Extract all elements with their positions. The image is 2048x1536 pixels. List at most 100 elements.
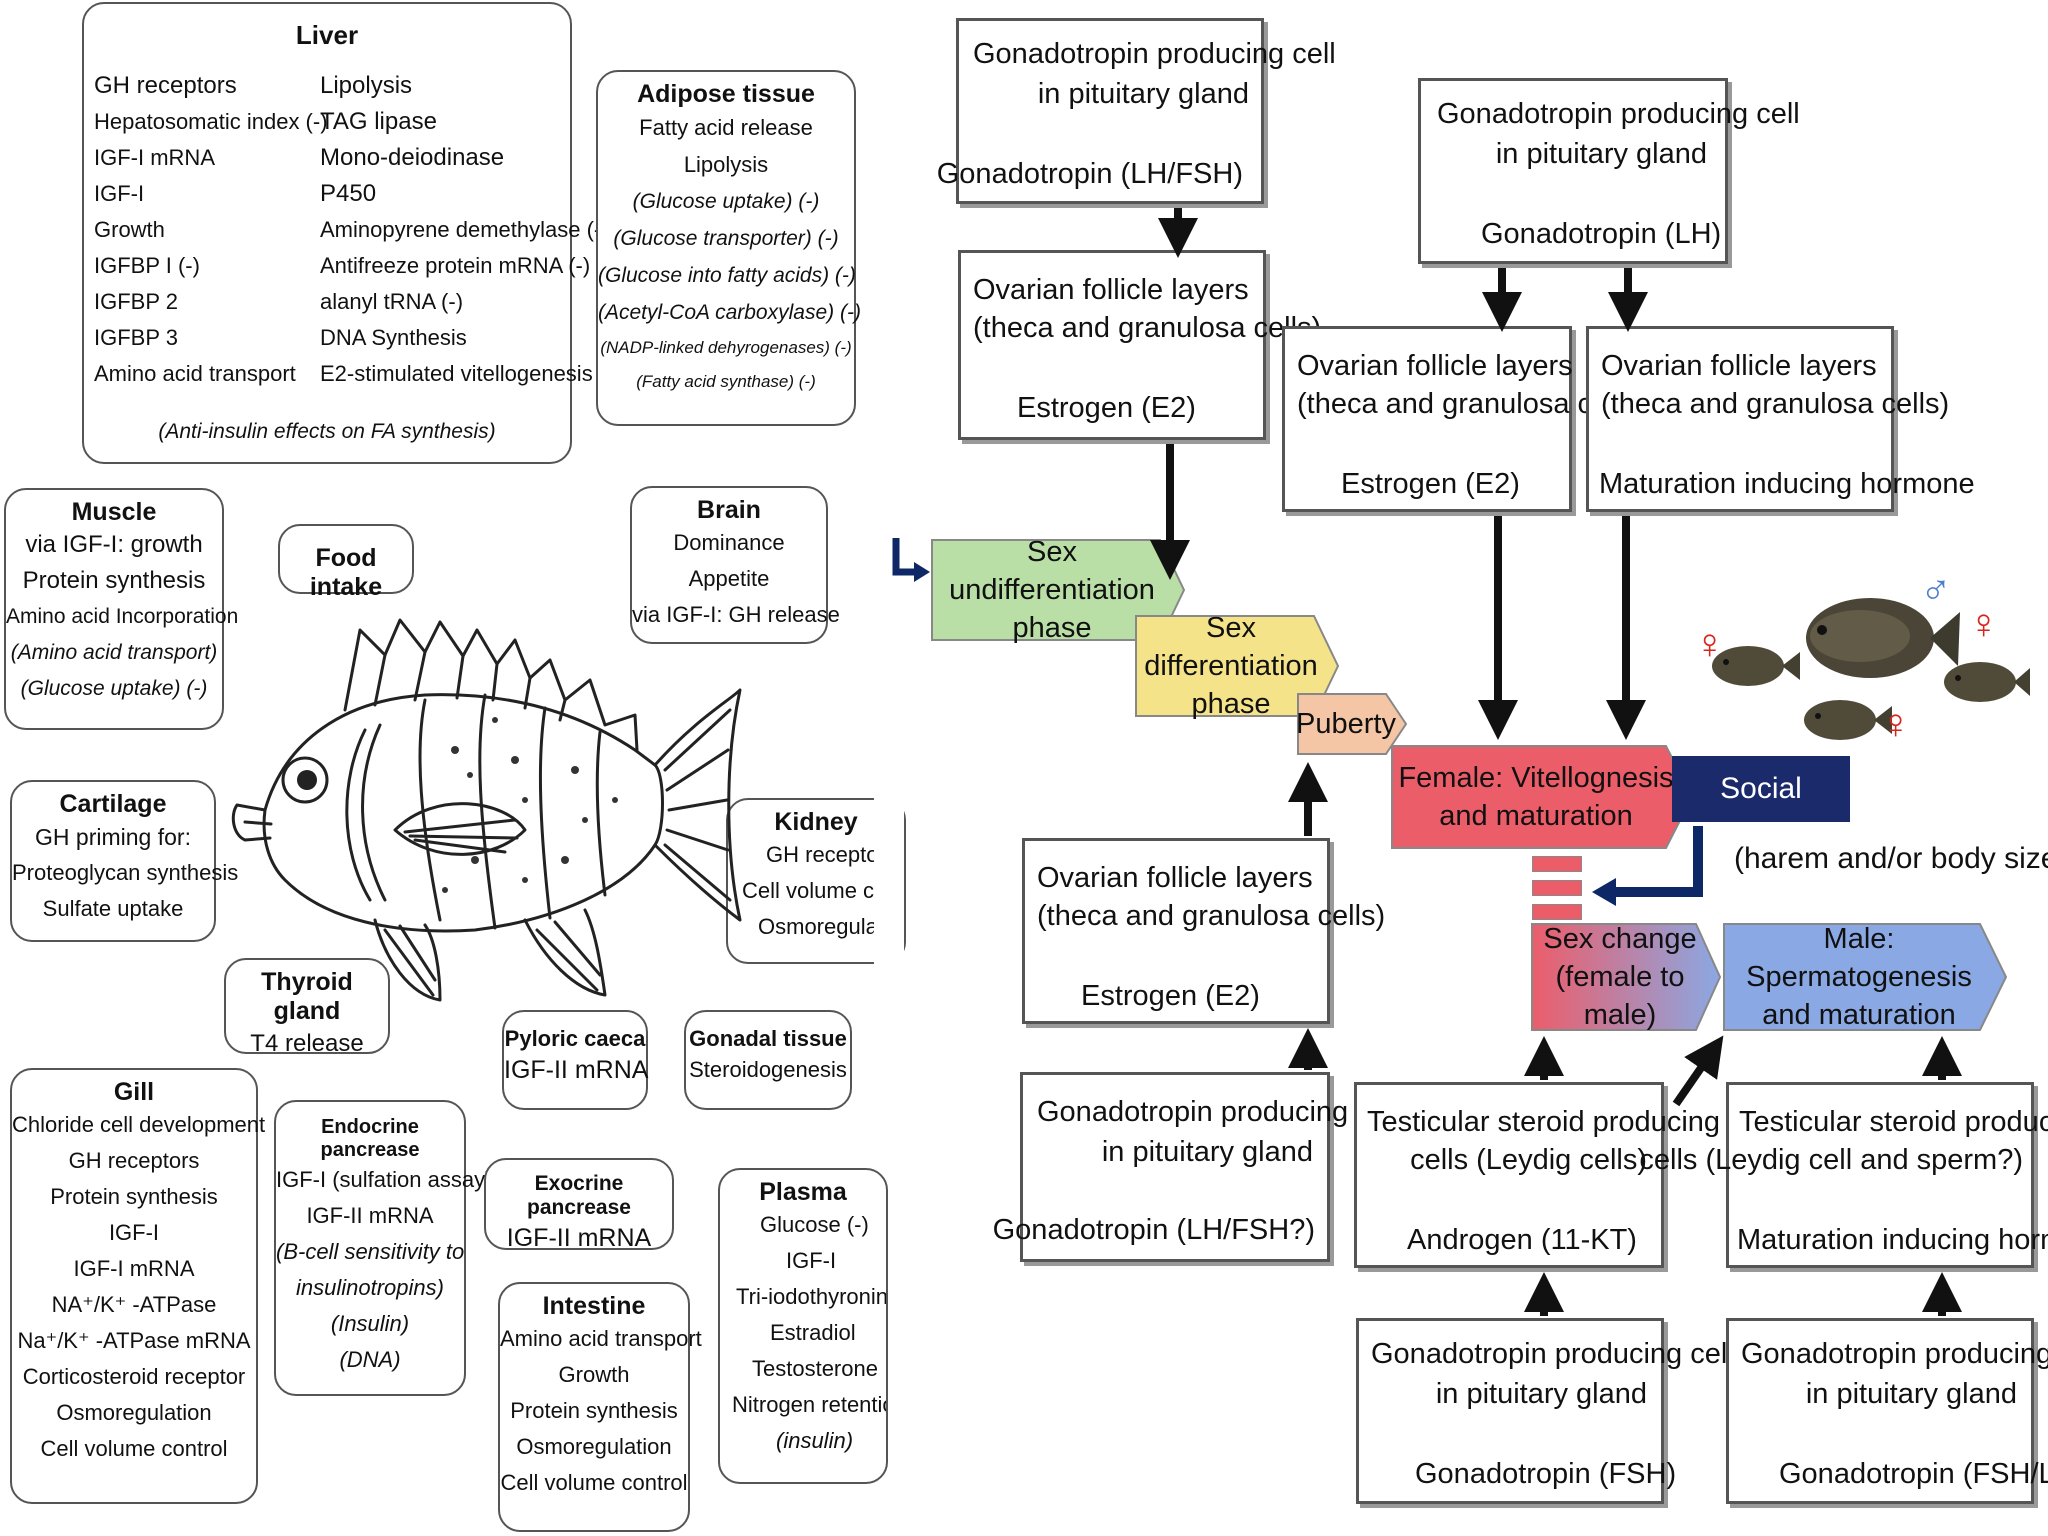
box-line: Ovarian follicle layers xyxy=(1601,350,1877,382)
fish-photo-right xyxy=(1944,662,2030,702)
box-line: Gonadotropin producing cell xyxy=(1037,1096,1400,1128)
ovarian-follicle-box-3: Ovarian follicle layers (theca and granu… xyxy=(1586,326,1975,512)
box-line: in pituitary gland xyxy=(1495,138,1707,170)
ovarian-follicle-box-2: Ovarian follicle layers (theca and granu… xyxy=(1282,326,1645,512)
muscle-item: Protein synthesis xyxy=(22,567,206,594)
box-line: Gonadotropin producing cell xyxy=(973,38,1336,70)
intestine-item: Cell volume control xyxy=(500,1470,688,1495)
kidney-item: Cell volume con xyxy=(742,878,899,903)
box-line: Estrogen (E2) xyxy=(1017,392,1196,424)
muscle-item: Amino acid Incorporation xyxy=(6,605,239,628)
pyloric-caeca-box: Pyloric caeca IGF-II mRNA xyxy=(502,1010,648,1110)
fish-photo-large xyxy=(1806,598,1960,678)
testicular-steroid-box-1: Testicular steroid producing cells (Leyd… xyxy=(1354,1082,1720,1268)
exocrine-item: IGF-II mRNA xyxy=(506,1224,652,1252)
liver-note: (Anti-insulin effects on FA synthesis) xyxy=(158,420,496,443)
box-line: Maturation inducing hormone xyxy=(1599,468,1975,500)
liver-item: IGF-I mRNA xyxy=(94,145,215,170)
gonadotropin-cell-box-3: Gonadotropin producing cell in pituitary… xyxy=(993,1072,1400,1262)
liver-item: DNA Synthesis xyxy=(320,325,467,350)
liver-title: Liver xyxy=(295,20,359,50)
food-intake-label: Food intake xyxy=(309,544,383,601)
intestine-box: Intestine Amino acid transport Growth Pr… xyxy=(498,1282,702,1532)
box-line: (theca and granulosa cells) xyxy=(1601,388,1950,420)
thyroid-item: T4 release xyxy=(250,1030,364,1057)
arrow-entry-undiff-head xyxy=(914,562,930,582)
phase-shape xyxy=(1723,923,2008,1031)
gill-item: NA⁺/K⁺ -ATPase xyxy=(51,1292,217,1317)
female-bar-2 xyxy=(1532,880,1582,896)
female-symbol-2: ♀ xyxy=(1968,600,2000,647)
box-line: (theca and granulosa cells) xyxy=(1037,900,1386,932)
phase-line: Sex change xyxy=(1543,923,1697,955)
fish-photo-group xyxy=(1712,598,2030,740)
testicular-steroid-box-2: Testicular steroid producing cells (Leyd… xyxy=(1639,1082,2048,1268)
cartilage-box: Cartilage GH priming for: Proteoglycan s… xyxy=(10,780,238,942)
muscle-item: (Glucose uptake) (-) xyxy=(20,677,208,700)
adipose-item: (NADP-linked dehyrogenases) (-) xyxy=(600,338,852,357)
adipose-item: Fatty acid release xyxy=(639,115,813,140)
puberty-phase: Puberty xyxy=(1296,692,1408,756)
box-line: Gonadotropin producing cell xyxy=(1371,1338,1734,1370)
gonadal-tissue-box: Gonadal tissue Steroidogenesis xyxy=(684,1010,852,1110)
arrow-social-factors xyxy=(1612,826,1703,897)
liver-item: E2-stimulated vitellogenesis xyxy=(320,361,593,386)
phase-shape xyxy=(1135,615,1340,717)
exocrine-pancrease-box: Exocrine pancrease IGF-II mRNA xyxy=(484,1158,674,1252)
adipose-item: Lipolysis xyxy=(683,152,769,177)
ovarian-follicle-box-4: Ovarian follicle layers (theca and granu… xyxy=(1022,838,1385,1024)
plasma-item: (insulin) xyxy=(776,1428,854,1453)
gill-item: Chloride cell development xyxy=(12,1112,266,1137)
adipose-item: (Acetyl-CoA carboxylase) (-) xyxy=(598,301,861,324)
phase-line: Sex differentiation xyxy=(1144,612,1318,682)
ovarian-follicle-box-1: Ovarian follicle layers (theca and granu… xyxy=(958,250,1321,440)
endocrine-item: insulinotropins) xyxy=(296,1275,444,1300)
male-symbol: ♂ xyxy=(1920,566,1952,613)
fish-photo-bottom xyxy=(1804,700,1892,740)
liver-item: Lipolysis xyxy=(320,72,413,99)
phase-line: phase xyxy=(1191,688,1271,720)
box-line: Ovarian follicle layers xyxy=(973,274,1249,306)
box-line: Gonadotropin (LH/FSH) xyxy=(936,158,1243,190)
box-line: Gonadotropin (LH) xyxy=(1481,218,1722,250)
box-line: Ovarian follicle layers xyxy=(1037,862,1313,894)
social-factors-label: Social factors xyxy=(1715,772,1807,871)
liver-item: GH receptors xyxy=(94,72,237,99)
plasma-item: Tri-iodothyronine xyxy=(736,1284,888,1309)
phase-shape xyxy=(1297,693,1408,755)
arrow-test1-to-male xyxy=(1672,1035,1724,1107)
phase-line: phase xyxy=(1012,612,1092,644)
muscle-item: via IGF-I: growth xyxy=(25,531,203,558)
liver-item: Amino acid transport xyxy=(94,361,296,386)
plasma-box: Plasma Glucose (-) IGF-I Tri-iodothyroni… xyxy=(718,1168,888,1484)
endocrine-pancrease-box: Endocrine pancrease IGF-I (sulfation ass… xyxy=(274,1100,493,1396)
pyloric-item: IGF-II mRNA xyxy=(504,1056,649,1084)
phase-shape xyxy=(1531,923,1722,1031)
gonadotropin-cell-box-2: Gonadotropin producing cell in pituitary… xyxy=(1418,78,1800,264)
kidney-title: Kidney xyxy=(774,808,858,836)
liver-box: Liver GH receptors Hepatosomatic index (… xyxy=(82,2,609,464)
muscle-title: Muscle xyxy=(71,498,157,526)
sex-change-phase: Sex change(female to male) xyxy=(1530,922,1722,1032)
female-bar-3 xyxy=(1532,904,1582,920)
box-line: Estrogen (E2) xyxy=(1081,980,1260,1012)
box-line: Androgen (11-KT) xyxy=(1407,1224,1637,1256)
liver-list-left: GH receptors Hepatosomatic index (-) IGF… xyxy=(94,68,328,392)
box-line: (theca and granulosa cells) xyxy=(973,312,1322,344)
endocrine-item: IGF-I (sulfation assay) xyxy=(276,1167,493,1192)
box-line: in pituitary gland xyxy=(1435,1378,1647,1410)
adipose-title: Adipose tissue xyxy=(637,80,815,108)
box-line: in pituitary gland xyxy=(1101,1136,1313,1168)
gill-item: IGF-I mRNA xyxy=(73,1256,195,1281)
endocrine-title: Endocrine pancrease xyxy=(320,1116,420,1161)
liver-item: IGFBP I (-) xyxy=(94,253,200,278)
intestine-item: Growth xyxy=(558,1362,630,1387)
intestine-item: Osmoregulation xyxy=(516,1434,672,1459)
gill-item: Na⁺/K⁺ -ATPase mRNA xyxy=(17,1328,251,1353)
endocrine-item: (Insulin) xyxy=(330,1311,410,1336)
liver-item: P450 xyxy=(320,180,377,207)
